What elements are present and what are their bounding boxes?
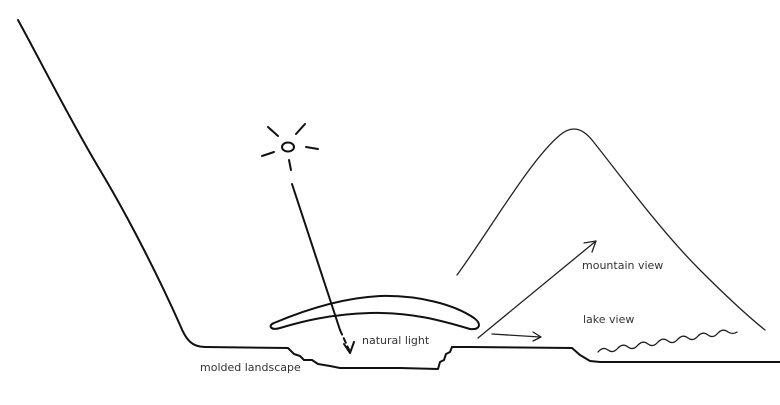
hillside-slope <box>17 19 206 348</box>
mountain-outline <box>456 128 766 331</box>
ground-line <box>204 346 780 370</box>
sun-icon <box>261 123 319 171</box>
lake-view-arrow <box>491 331 542 342</box>
lake-water-waves <box>597 329 738 353</box>
natural-light-ray <box>291 183 355 354</box>
natural-light-label: natural light <box>362 334 430 347</box>
molded-landscape-label: molded landscape <box>200 361 301 374</box>
lake-view-label: lake view <box>583 313 635 326</box>
mountain-view-arrow <box>477 240 597 339</box>
roof-canopy <box>269 294 480 331</box>
mountain-view-label: mountain view <box>582 259 664 272</box>
